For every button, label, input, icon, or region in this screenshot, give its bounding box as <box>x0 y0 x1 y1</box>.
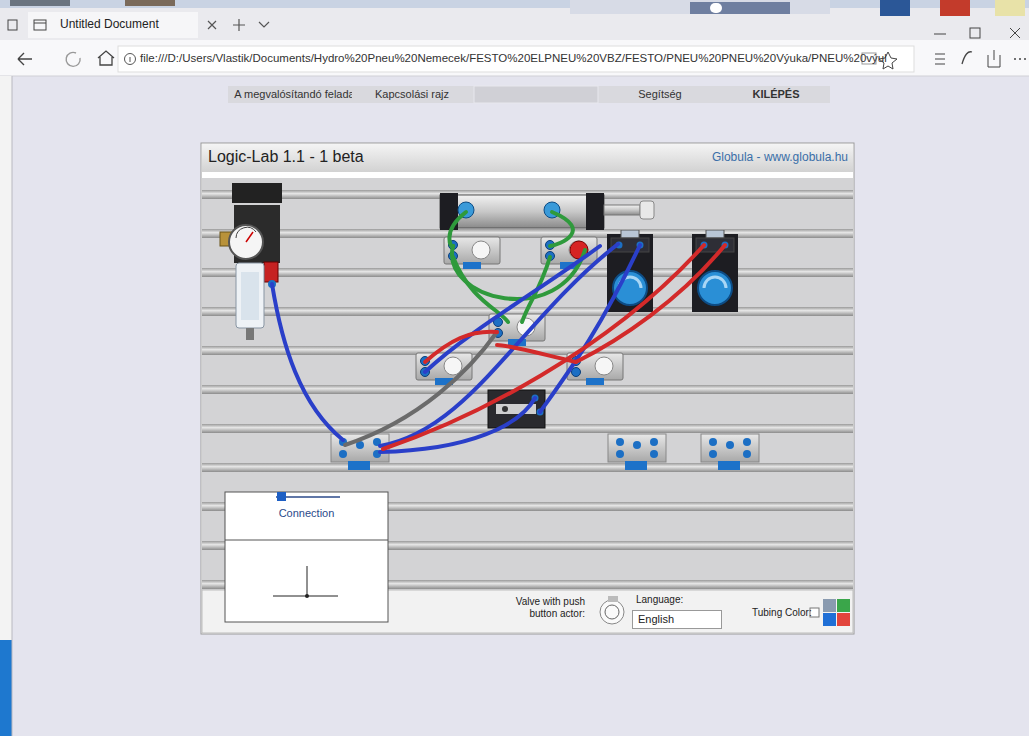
profile-rail <box>202 229 853 238</box>
button-label: A megvalósítandó feladat <box>234 88 358 100</box>
site-link: Globula - www.globula.hu <box>712 151 848 165</box>
tab-title: Untitled Document <box>60 18 159 32</box>
app-title: Logic-Lab 1.1 - 1 beta <box>208 148 364 166</box>
field-label: Language: <box>636 594 683 606</box>
button-label: Connection <box>279 507 335 519</box>
button-label: English <box>638 613 674 625</box>
menu-button: Kapcsolási rajz <box>352 86 472 103</box>
mode-panel: Connection <box>226 503 387 523</box>
profile-rail <box>202 268 853 277</box>
button-label: Segítség <box>638 88 681 100</box>
menu-button: KILÉPÉS <box>722 86 830 103</box>
button-label: KILÉPÉS <box>752 88 799 100</box>
menu-button: A megvalósítandó feladat <box>228 86 364 103</box>
field-label: Valve with push button actor: <box>497 596 585 619</box>
menu-button: Segítség <box>600 86 720 103</box>
language-dropdown: English <box>632 610 722 629</box>
button-label: Kapcsolási rajz <box>375 88 449 100</box>
profile-rail <box>202 463 853 472</box>
address-url: file:///D:/Users/Vlastik/Documents/Hydro… <box>140 52 887 65</box>
field-label: Tubing Color: <box>752 607 812 619</box>
